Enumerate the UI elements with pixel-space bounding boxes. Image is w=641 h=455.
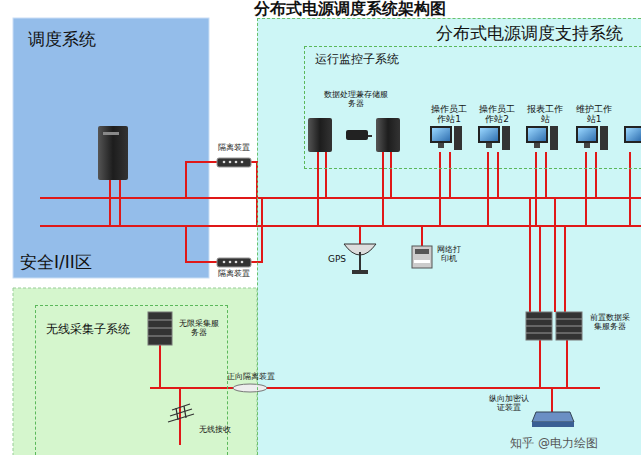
device-label: 纵向加密认证装置 [489,394,529,415]
green-ground [13,288,257,455]
device-name: 无线接收 [195,425,235,434]
device-name: 操作员工作站2 [478,104,516,125]
bus-wires [40,150,641,445]
device-label: 无线接收 [195,425,235,437]
device-label: 网络打印机 [434,245,464,266]
workstation [430,126,641,150]
device-label: GPS [327,254,347,267]
region-title: 分布式电源调度支持系统 [436,24,623,44]
storage-server [308,118,400,152]
antenna [168,404,194,422]
watermark: 知乎 @电力绘图 [474,437,634,451]
region-title: 安全I/II区 [20,253,92,273]
device-label: 无限采集服务器 [177,319,221,340]
rack-server [526,312,582,340]
device-name: 纵向加密认证装置 [489,394,529,412]
region-box: 调度系统安全I/II区 [13,18,209,278]
region-title: 无线采集子系统 [46,323,130,337]
device-label: 操作员工作站1 [430,104,468,127]
printer [412,246,432,268]
region-title: 运行监控子系统 [315,53,399,67]
device-label: 报表工作站 [526,104,564,127]
diagram-title: 分布式电源调度系统架构图 [200,0,500,18]
device-name: 操作员工作站1 [430,104,468,125]
device-name: 无限采集服务器 [177,319,221,337]
blue-ground [13,18,209,278]
device-name: 维护工作站1 [574,104,614,125]
device-label: 前置数据采集服务器 [589,313,631,334]
encryption-device [532,412,574,427]
gps-dish [344,244,376,274]
server-tower [98,126,128,180]
device-label: 操作员工作站2 [478,104,516,127]
forward-isolation-device [233,384,267,392]
cyan-ground [257,18,641,455]
device-label: 隔离装置 [210,269,258,278]
device-label: 数据处理兼存储服务器 [324,90,388,111]
isolation-device [217,158,251,267]
region-box: 分布式电源调度支持系统运行监控子系统数据处理兼存储服务器操作员工作站1 操作员工作… [257,18,641,455]
rack-server [148,312,172,345]
device-label: 正向隔离装置 [220,372,282,381]
device-name: 数据处理兼存储服务器 [324,90,388,108]
device-name: 前置数据采集服务器 [589,313,631,331]
region-title: 调度系统 [28,30,96,50]
device-name: GPS [327,254,347,264]
device-label: 隔离装置 [210,143,258,152]
region-box: 运行监控子系统数据处理兼存储服务器操作员工作站1 操作员工作站2 报表工作站维护工作… [304,46,641,169]
device-name: 网络打印机 [434,245,464,263]
device-name: 报表工作站 [526,104,564,125]
region-box: 无线采集子系统无限采集服务器无线接收 [35,305,228,455]
device-label: 维护工作站1 [574,104,614,127]
